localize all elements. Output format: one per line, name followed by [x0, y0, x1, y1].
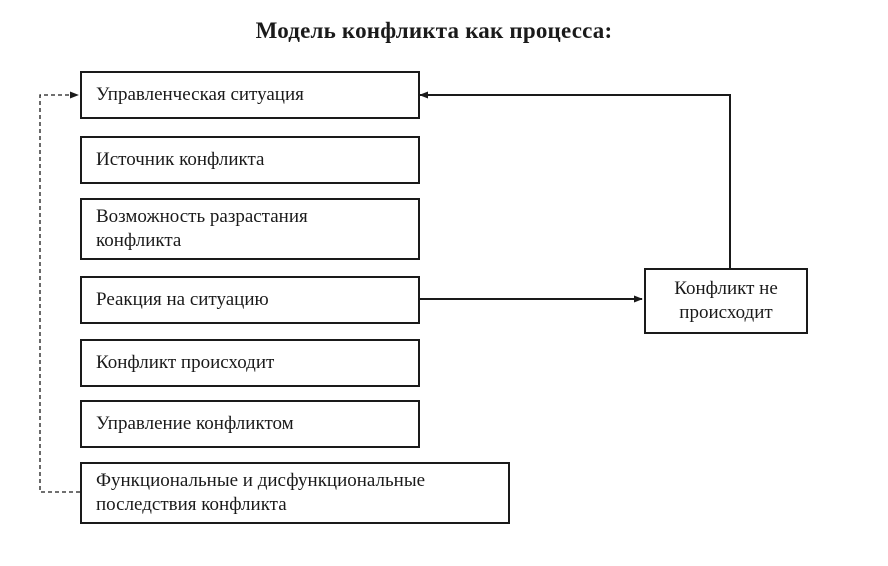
stage-conflict-source: Источник конфликта — [80, 136, 420, 184]
stage-conflict-consequences: Функциональные и дисфункциональные после… — [80, 462, 510, 524]
stage-label: Конфликт происходит — [96, 352, 275, 373]
stage-conflict-management: Управление конфликтом — [80, 400, 420, 448]
stage-escalation-possibility: Возможность разрастания конфликта — [80, 198, 420, 260]
no-conflict-return-arrow — [419, 91, 731, 268]
stage-managerial-situation: Управленческая ситуация — [80, 71, 420, 119]
side-box-label: Конфликт не происходит — [674, 278, 778, 323]
feedback-dashed-arrow — [39, 91, 80, 493]
stage-situation-reaction: Реакция на ситуацию — [80, 276, 420, 324]
stage-label: Управленческая ситуация — [96, 84, 304, 105]
diagram-title: Модель конфликта как процесса: — [255, 18, 613, 43]
stage-conflict-occurs: Конфликт происходит — [80, 339, 420, 387]
stage-label: Управление конфликтом — [96, 413, 294, 434]
stage-label: Функциональные и дисфункциональные после… — [96, 470, 426, 515]
box-conflict-not-occurs: Конфликт не происходит — [644, 268, 808, 334]
stage-label: Источник конфликта — [96, 149, 265, 170]
stage-label: Реакция на ситуацию — [96, 289, 269, 310]
stage-label: Возможность разрастания конфликта — [96, 206, 308, 251]
